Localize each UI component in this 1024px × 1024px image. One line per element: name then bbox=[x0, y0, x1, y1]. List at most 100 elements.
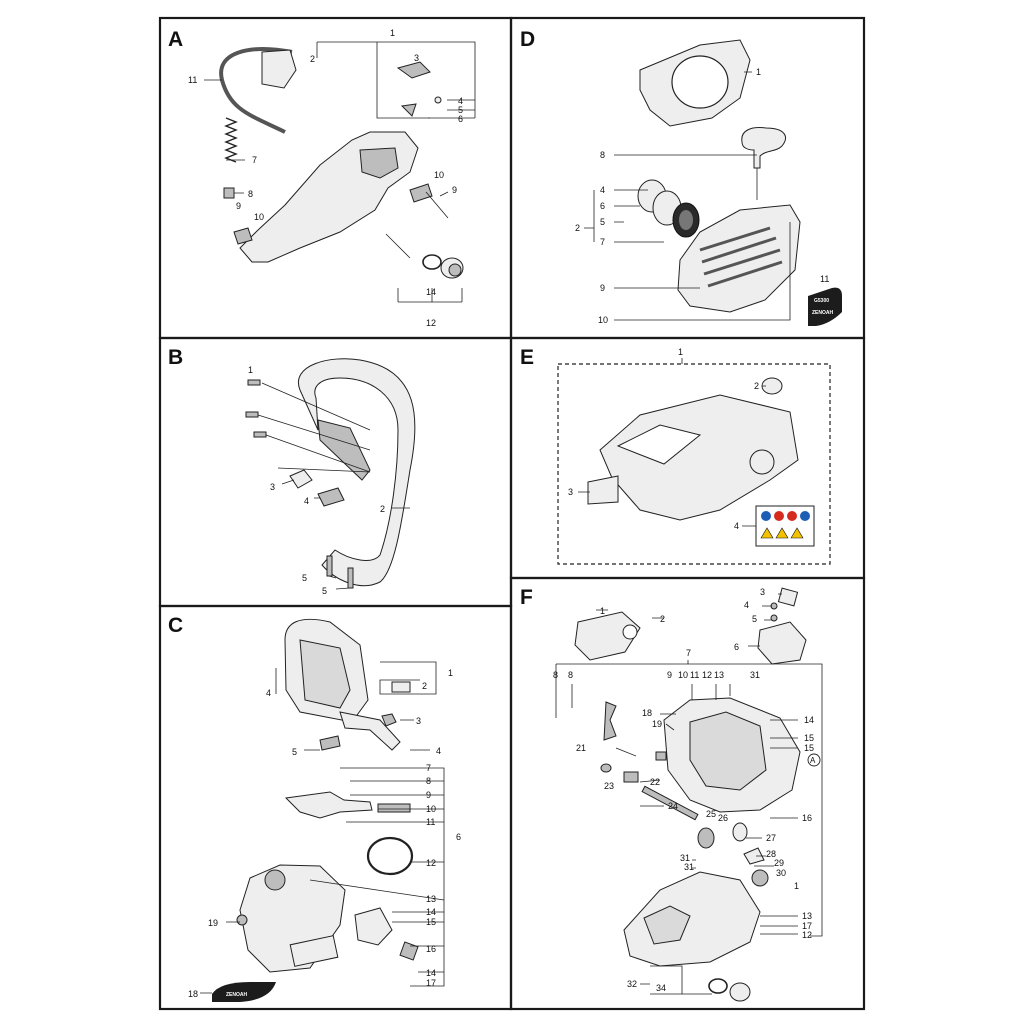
callout: 5 bbox=[458, 105, 463, 115]
callout: 4 bbox=[304, 496, 309, 506]
callout: 1 bbox=[794, 881, 799, 891]
callout: 15 bbox=[804, 733, 814, 743]
callout: 4 bbox=[744, 600, 749, 610]
callout: 5 bbox=[292, 747, 297, 757]
callout: 9 bbox=[667, 670, 672, 680]
callout: 8 bbox=[248, 189, 253, 199]
callout: 28 bbox=[766, 849, 776, 859]
callout: 17 bbox=[426, 978, 436, 988]
callout: 8 bbox=[568, 670, 573, 680]
callout: 7 bbox=[686, 648, 691, 658]
callout: 15 bbox=[426, 917, 436, 927]
callout: 3 bbox=[760, 587, 765, 597]
callout: 9 bbox=[236, 201, 241, 211]
callout: 12 bbox=[802, 930, 812, 940]
callout: 19 bbox=[652, 719, 662, 729]
callout: 24 bbox=[668, 801, 678, 811]
callout: 6 bbox=[458, 114, 463, 124]
panel-F-callouts: 1 2 3 4 5 6 7 8 8 9 10 11 12 13 31 18 19… bbox=[553, 587, 814, 993]
callout: 18 bbox=[642, 708, 652, 718]
panel-E-callouts: 1 2 3 4 bbox=[568, 347, 759, 531]
callout: 2 bbox=[380, 504, 385, 514]
callout: 12 bbox=[702, 670, 712, 680]
panel-A-callouts: 1 2 3 4 5 6 7 8 9 10 11 9 10 14 12 bbox=[188, 28, 463, 328]
callout: 11 bbox=[690, 670, 699, 680]
panel-C-callouts: 1 2 4 3 5 4 7 8 9 10 11 6 12 13 14 15 19… bbox=[188, 668, 461, 999]
panel-E-parts bbox=[557, 358, 831, 565]
logo-model-text: G5300 bbox=[814, 298, 829, 304]
circle-mark-text: A bbox=[810, 756, 816, 765]
callout: 8 bbox=[426, 776, 431, 786]
callout: 14 bbox=[426, 907, 436, 917]
callout: 13 bbox=[802, 911, 812, 921]
callout: 29 bbox=[774, 858, 784, 868]
callout: 12 bbox=[426, 318, 436, 328]
callout: 7 bbox=[426, 763, 431, 773]
logo-brand-text: ZENOAH bbox=[226, 992, 248, 998]
panel-C-parts: ZENOAH bbox=[200, 618, 445, 1002]
callout: 34 bbox=[656, 983, 666, 993]
callout: 23 bbox=[604, 781, 614, 791]
callout: 4 bbox=[734, 521, 739, 531]
callout: 30 bbox=[776, 868, 786, 878]
callout: 1 bbox=[448, 668, 453, 678]
callout: 1 bbox=[390, 28, 395, 38]
callout: 6 bbox=[600, 201, 605, 211]
callout: 1 bbox=[600, 606, 605, 616]
section-letter-D: D bbox=[520, 28, 535, 51]
callout: 21 bbox=[576, 743, 586, 753]
callout: 14 bbox=[426, 968, 436, 978]
callout: 6 bbox=[734, 642, 739, 652]
section-letter-B: B bbox=[168, 346, 183, 369]
callout: 26 bbox=[718, 813, 728, 823]
section-letter-A: A bbox=[168, 28, 183, 51]
callout: 4 bbox=[458, 96, 463, 106]
logo-brand-text: ZENOAH bbox=[812, 310, 834, 316]
panel-B-callouts: 1 3 4 2 5 5 bbox=[248, 365, 385, 596]
callout: 10 bbox=[678, 670, 688, 680]
callout: 8 bbox=[600, 150, 605, 160]
callout: 13 bbox=[714, 670, 724, 680]
callout: 27 bbox=[766, 833, 776, 843]
section-letter-C: C bbox=[168, 614, 183, 637]
panel-F-parts: A bbox=[555, 587, 823, 1002]
callout: 2 bbox=[310, 54, 315, 64]
callout: 5 bbox=[600, 217, 605, 227]
section-letter-E: E bbox=[520, 346, 534, 369]
zenoah-logo-icon bbox=[808, 287, 842, 326]
callout: 4 bbox=[600, 185, 605, 195]
callout: 4 bbox=[436, 746, 441, 756]
callout: 2 bbox=[575, 223, 580, 233]
callout: 3 bbox=[414, 53, 419, 63]
zenoah-logo-icon bbox=[212, 982, 276, 1002]
callout: 7 bbox=[252, 155, 257, 165]
callout: 25 bbox=[706, 809, 716, 819]
callout: 9 bbox=[426, 790, 431, 800]
panel-D-callouts: 1 8 4 6 5 2 7 9 10 11 bbox=[575, 67, 829, 325]
callout: 14 bbox=[426, 287, 436, 297]
callout: 10 bbox=[254, 212, 264, 222]
callout: 5 bbox=[322, 586, 327, 596]
panel-B-parts bbox=[245, 358, 416, 590]
callout: 10 bbox=[598, 315, 608, 325]
callout: 16 bbox=[802, 813, 812, 823]
callout: 17 bbox=[802, 921, 812, 931]
section-letter-F: F bbox=[520, 586, 533, 609]
callout: 7 bbox=[600, 237, 605, 247]
callout: 11 bbox=[426, 817, 435, 827]
callout: 8 bbox=[553, 670, 558, 680]
callout: 5 bbox=[302, 573, 307, 583]
callout: 4 bbox=[266, 688, 271, 698]
callout: 10 bbox=[426, 804, 436, 814]
callout: 11 bbox=[820, 274, 829, 284]
callout: 9 bbox=[600, 283, 605, 293]
callout: 22 bbox=[650, 777, 660, 787]
callout: 2 bbox=[660, 614, 665, 624]
panel-A-parts bbox=[204, 41, 476, 303]
callout: 19 bbox=[208, 918, 218, 928]
panel-F-frame bbox=[509, 576, 866, 1011]
callout: 12 bbox=[426, 858, 436, 868]
callout: 32 bbox=[627, 979, 637, 989]
callout: 2 bbox=[754, 381, 759, 391]
